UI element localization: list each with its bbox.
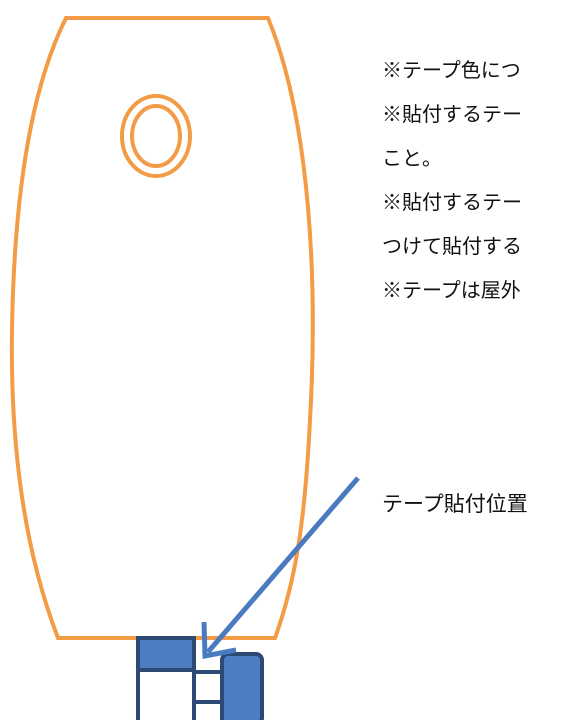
- fitting-side-valve: [220, 652, 264, 720]
- opening-outer-ring: [120, 94, 192, 178]
- note-line-3: こと。: [382, 146, 442, 170]
- note-line-6: ※テープは屋外: [382, 278, 521, 302]
- callout-arrowhead: [201, 621, 237, 660]
- fitting-lower-block: [136, 668, 196, 720]
- body-outline: [9, 16, 315, 640]
- fitting-top-block: [136, 636, 196, 672]
- callout-arrow: [206, 476, 360, 654]
- note-line-2: ※貼付するテー: [382, 102, 522, 126]
- note-line-5: つけて貼付する: [382, 234, 522, 258]
- note-line-1: ※テープ色につ: [382, 58, 521, 82]
- tape-position-label: テープ貼付位置: [382, 492, 528, 516]
- opening-inner-ring: [130, 104, 182, 168]
- note-line-4: ※貼付するテー: [382, 190, 522, 214]
